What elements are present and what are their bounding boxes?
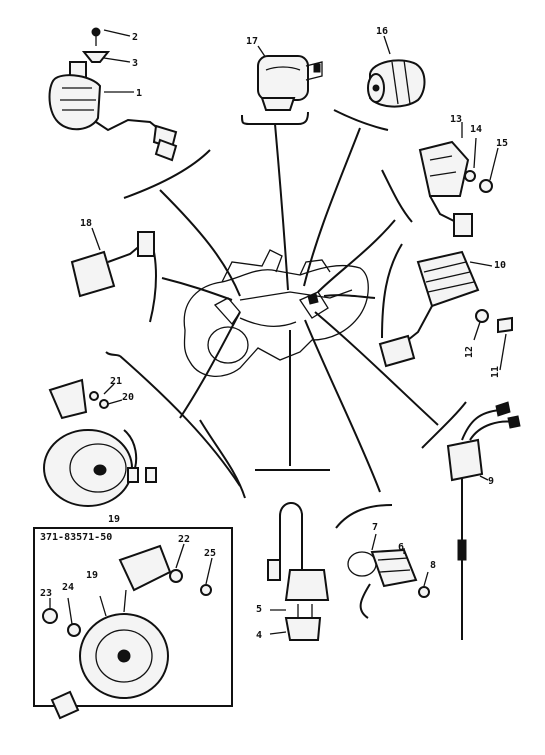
relay-part [257, 45, 323, 111]
label-4: 4 [256, 630, 262, 641]
part-number-labels: 2 3 1 17 16 13 14 15 18 10 12 11 21 20 1… [40, 26, 508, 641]
label-19-inset: 19 [86, 570, 98, 581]
label-12: 12 [464, 346, 475, 358]
label-18: 18 [80, 218, 92, 229]
frame-silhouette [183, 249, 369, 378]
label-11: 11 [490, 366, 501, 378]
label-16: 16 [376, 26, 388, 37]
gear-switch-part [347, 533, 430, 619]
label-24: 24 [62, 582, 74, 593]
inset-part-number: 371-83571-50 [40, 532, 112, 543]
label-3: 3 [132, 58, 138, 69]
label-8: 8 [430, 560, 436, 571]
label-21: 21 [110, 376, 122, 387]
starter-relay-part [367, 35, 426, 108]
label-7: 7 [372, 522, 378, 533]
connector-bracket-part [418, 122, 499, 237]
label-13: 13 [450, 114, 462, 125]
label-10: 10 [494, 260, 506, 271]
neutral-switch-part [267, 502, 330, 641]
group-brackets [105, 109, 467, 529]
label-17: 17 [246, 36, 258, 47]
coupler-part [70, 227, 155, 298]
label-6: 6 [398, 542, 404, 553]
horn-part [43, 378, 157, 507]
rectifier-regulator-part [378, 250, 513, 371]
label-14: 14 [470, 124, 482, 135]
label-25: 25 [204, 548, 216, 559]
label-2: 2 [132, 32, 138, 43]
leader-lines [119, 123, 439, 493]
label-9: 9 [488, 476, 494, 487]
sensor-part [446, 401, 521, 640]
label-23: 23 [40, 588, 52, 599]
label-1: 1 [136, 88, 142, 99]
inset-box [33, 527, 233, 720]
label-20: 20 [122, 392, 134, 403]
label-22: 22 [178, 534, 190, 545]
ignition-switch-part [48, 27, 178, 162]
label-5: 5 [256, 604, 262, 615]
label-15: 15 [496, 138, 508, 149]
label-19: 19 [108, 514, 120, 525]
